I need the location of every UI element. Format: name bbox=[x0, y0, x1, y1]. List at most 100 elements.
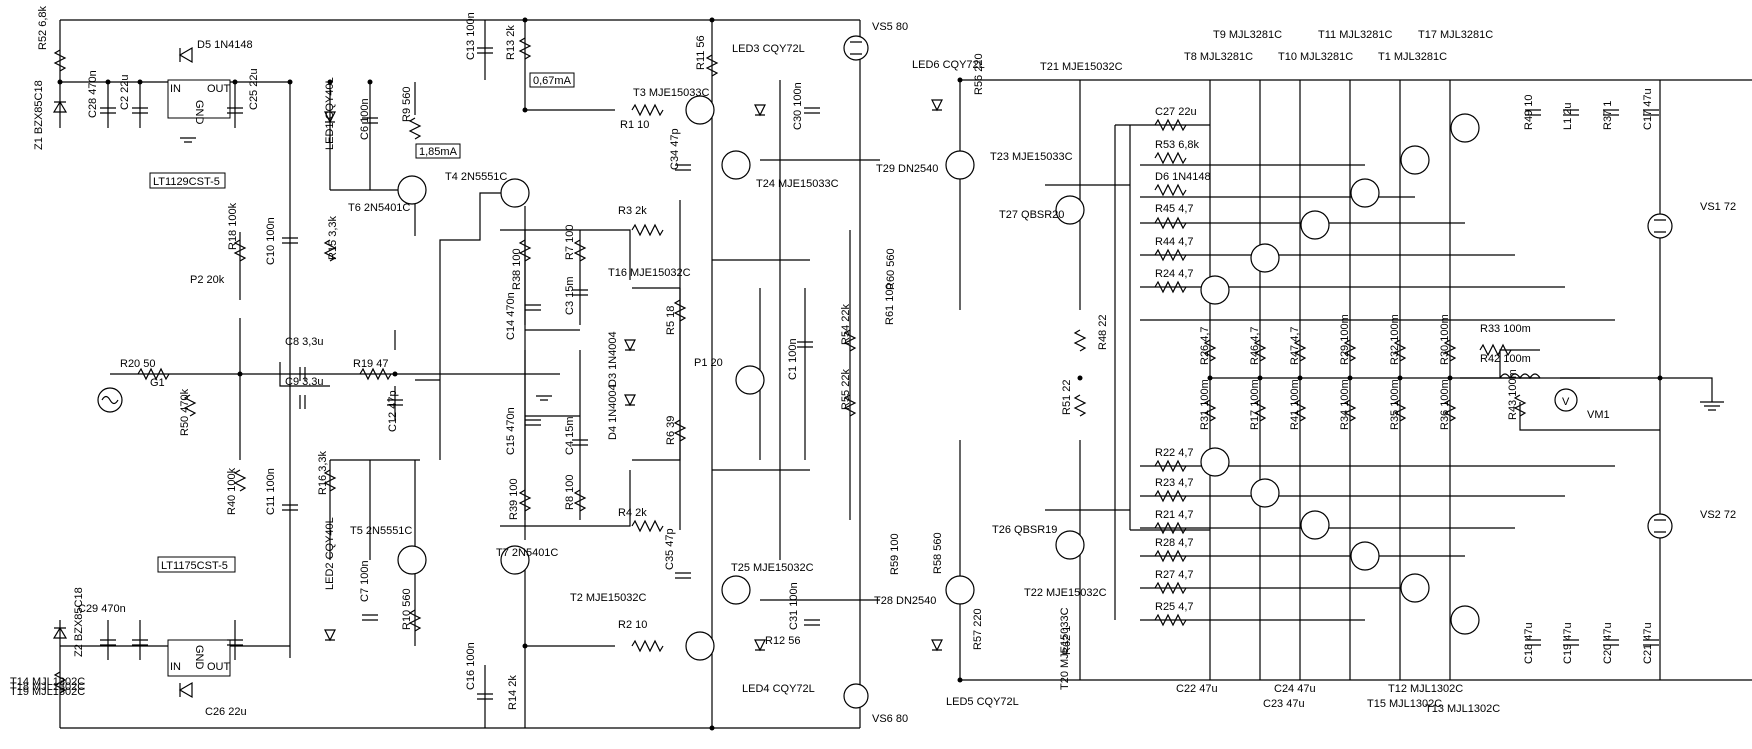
component-label: C2 22u bbox=[119, 75, 131, 110]
component-label: R41 100m bbox=[1289, 379, 1301, 430]
component-label: T8 MJL3281C bbox=[1184, 51, 1253, 63]
source-labels: VS5 80 VS6 80 VS1 72 VS2 72 VM1 V G1 bbox=[150, 21, 1736, 725]
component-label: R45 4,7 bbox=[1155, 203, 1194, 215]
regulator-label-box bbox=[149, 172, 226, 189]
component-label: T9 MJL3281C bbox=[1213, 29, 1282, 41]
component-label: C31 100n bbox=[788, 582, 800, 630]
components bbox=[52, 17, 1724, 731]
component-label: C21 47u bbox=[1642, 622, 1654, 664]
component-label: R57 220 bbox=[972, 608, 984, 650]
component-label: C25 22u bbox=[248, 68, 260, 110]
component-label: T17 MJL3281C bbox=[1418, 29, 1493, 41]
component-label: R34 100m bbox=[1339, 379, 1351, 430]
component-label: LED3 CQY72L bbox=[732, 43, 805, 55]
component-label: T29 DN2540 bbox=[876, 163, 938, 175]
component-label: C9 3,3u bbox=[285, 376, 324, 388]
component-label: C12 47p bbox=[387, 390, 399, 432]
junctions bbox=[57, 17, 1663, 731]
regulator-pin-in: IN bbox=[170, 661, 181, 673]
component-label: R54 22k bbox=[840, 304, 852, 345]
voltage-source bbox=[1647, 513, 1673, 539]
component-label: R4 2k bbox=[618, 507, 647, 519]
component-label: R33 100m bbox=[1480, 323, 1531, 335]
component-label: T23 MJE15033C bbox=[990, 151, 1073, 163]
component-label: R23 4,7 bbox=[1155, 477, 1194, 489]
source-label: VS1 72 bbox=[1700, 201, 1736, 213]
component-label: R9 560 bbox=[401, 87, 413, 122]
component-label: C15 470n bbox=[505, 407, 517, 455]
component-label: R1 10 bbox=[620, 119, 649, 131]
regulator-label-box bbox=[157, 556, 236, 573]
component-label: C16 100n bbox=[465, 642, 477, 690]
regulator-part-label: LT1129CST-5 bbox=[153, 176, 220, 188]
source-label: VS2 72 bbox=[1700, 509, 1736, 521]
component-label: R43 100m bbox=[1507, 369, 1519, 420]
component-label: T18 MJL1302C bbox=[10, 681, 85, 693]
component-label: R16 3,3k bbox=[317, 450, 329, 495]
regulator-pin-in: IN bbox=[170, 83, 181, 95]
component-label: R40 100k bbox=[226, 467, 238, 515]
inductor-coil bbox=[1499, 373, 1541, 380]
component-label: P2 20k bbox=[190, 274, 225, 286]
component-label: R60 560 bbox=[885, 248, 897, 290]
wiring bbox=[59, 19, 1752, 729]
component-label: T22 MJE15032C bbox=[1024, 587, 1107, 599]
voltage-source bbox=[843, 683, 869, 709]
component-label: R31 100m bbox=[1199, 379, 1211, 430]
component-label: R19 47 bbox=[353, 358, 388, 370]
component-label: R3 2k bbox=[618, 205, 647, 217]
component-label: C11 100n bbox=[265, 468, 277, 515]
component-label: R52 6,8k bbox=[37, 5, 49, 50]
component-label: D4 1N4004 bbox=[607, 384, 619, 440]
regulator-pin-out: OUT bbox=[207, 661, 231, 673]
component-label: R36 100m bbox=[1439, 379, 1451, 430]
component-label: LED5 CQY72L bbox=[946, 696, 1019, 708]
component-label: R53 6,8k bbox=[1155, 139, 1200, 151]
component-label: C34 47p bbox=[669, 128, 681, 170]
regulator-body bbox=[167, 79, 231, 119]
component-label: LED4 CQY72L bbox=[742, 683, 815, 695]
component-label: R28 4,7 bbox=[1155, 537, 1194, 549]
component-label: Z2 BZX85C18 bbox=[73, 587, 85, 657]
component-label: T2 MJE15032C bbox=[570, 592, 646, 604]
capacitors bbox=[100, 47, 1659, 700]
component-label: C22 47u bbox=[1176, 683, 1218, 695]
component-label: D5 1N4148 bbox=[197, 39, 253, 51]
voltage-source bbox=[843, 35, 869, 61]
component-label: T12 MJL1302C bbox=[1388, 683, 1463, 695]
component-label: R62 1 bbox=[1061, 626, 1073, 655]
component-label: LED1 CQY40L bbox=[324, 77, 336, 150]
component-label: C30 100n bbox=[792, 82, 804, 130]
component-label: R26 4,7 bbox=[1199, 326, 1211, 365]
component-label: T21 MJE15032C bbox=[1040, 61, 1123, 73]
component-label: C13 100n bbox=[465, 12, 477, 60]
component-label: D6 1N4148 bbox=[1155, 171, 1211, 183]
meter-label: VM1 bbox=[1587, 409, 1610, 421]
component-label: R51 22 bbox=[1061, 380, 1073, 415]
component-label: C8 3,3u bbox=[285, 336, 324, 348]
component-label: C17 47u bbox=[1642, 88, 1654, 130]
transistors bbox=[397, 95, 1480, 661]
regulator-pin-gnd: GND bbox=[193, 645, 205, 670]
component-label: R49 10 bbox=[1523, 95, 1535, 130]
component-label: C3 15m bbox=[564, 276, 576, 315]
component-label: R56 220 bbox=[973, 53, 985, 95]
diodes bbox=[52, 46, 943, 699]
component-label: LED6 CQY72L bbox=[912, 59, 985, 71]
component-label: R46 4,7 bbox=[1249, 326, 1261, 365]
component-label: C10 100n bbox=[265, 217, 277, 265]
component-label: T13 MJL1302C bbox=[1425, 703, 1500, 715]
component-label: C24 47u bbox=[1274, 683, 1316, 695]
component-label: C1 100n bbox=[787, 338, 799, 380]
component-label: R39 100 bbox=[508, 478, 520, 520]
resistors bbox=[53, 37, 1527, 694]
component-label: C18 47u bbox=[1523, 622, 1535, 664]
regulator-part-label: LT1175CST-5 bbox=[161, 560, 228, 572]
component-label: T4 2N5551C bbox=[445, 171, 507, 183]
component-label: C14 470n bbox=[505, 292, 517, 340]
component-label: R14 2k bbox=[507, 675, 519, 710]
component-label: R20 50 bbox=[120, 358, 155, 370]
regulator-pin-gnd: GND bbox=[193, 100, 205, 125]
source-label: VS6 80 bbox=[872, 713, 908, 725]
